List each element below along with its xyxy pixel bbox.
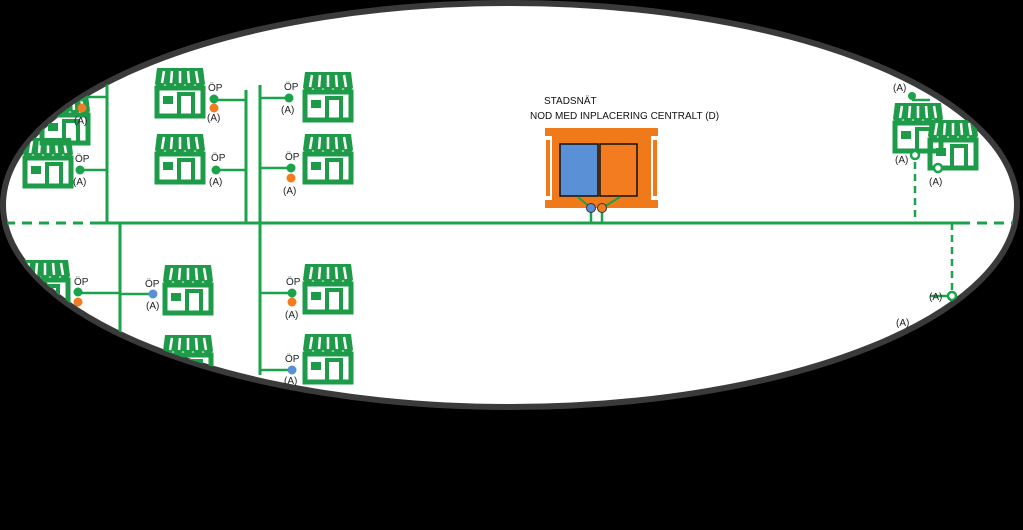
connection-point-icon bbox=[75, 165, 85, 175]
a-label: (A) bbox=[73, 177, 86, 188]
connection-point-icon bbox=[287, 365, 297, 375]
connection-point-icon bbox=[946, 290, 958, 302]
a-label: (A) bbox=[896, 318, 909, 329]
op-label: ÖP bbox=[145, 278, 160, 290]
a-label: (A) bbox=[281, 105, 294, 116]
op-label: ÖP bbox=[208, 82, 223, 94]
oval-frame bbox=[0, 0, 1020, 410]
a-label: (A) bbox=[929, 177, 942, 188]
node-subtitle: NOD MED INPLACERING CENTRALT (D) bbox=[530, 111, 719, 122]
a-label: (A) bbox=[929, 292, 942, 303]
connection-point-icon bbox=[148, 289, 158, 299]
op-label: ÖP bbox=[211, 152, 226, 164]
op-label: ÖP bbox=[74, 276, 89, 288]
connection-point-icon bbox=[286, 163, 296, 183]
op-label: ÖP bbox=[285, 151, 300, 163]
connection-point-icon bbox=[932, 162, 944, 174]
connection-point-icon bbox=[287, 288, 297, 307]
node-cabinet-icon bbox=[545, 128, 658, 223]
a-label: (A) bbox=[146, 301, 159, 312]
a-label: (A) bbox=[893, 83, 906, 94]
op-label: ÖP bbox=[75, 153, 90, 165]
a-label: (A) bbox=[284, 376, 297, 387]
connection-point-icon bbox=[211, 165, 221, 175]
node-title: STADSNÄT bbox=[544, 95, 597, 107]
a-label: (A) bbox=[285, 310, 298, 321]
connection-point-icon bbox=[73, 287, 83, 307]
op-label: ÖP bbox=[284, 81, 299, 93]
a-label: (A) bbox=[283, 186, 296, 197]
connection-point-icon bbox=[209, 94, 219, 113]
a-label: (A) bbox=[895, 155, 908, 166]
a-label: (A) bbox=[74, 116, 87, 127]
connection-point-icon bbox=[908, 92, 916, 100]
connection-point-icon bbox=[909, 149, 921, 161]
op-label: ÖP bbox=[286, 276, 301, 288]
connection-point-icon bbox=[284, 93, 294, 103]
a-label: (A) bbox=[209, 177, 222, 188]
a-label: (A) bbox=[207, 113, 220, 124]
op-label: ÖP bbox=[285, 353, 300, 365]
